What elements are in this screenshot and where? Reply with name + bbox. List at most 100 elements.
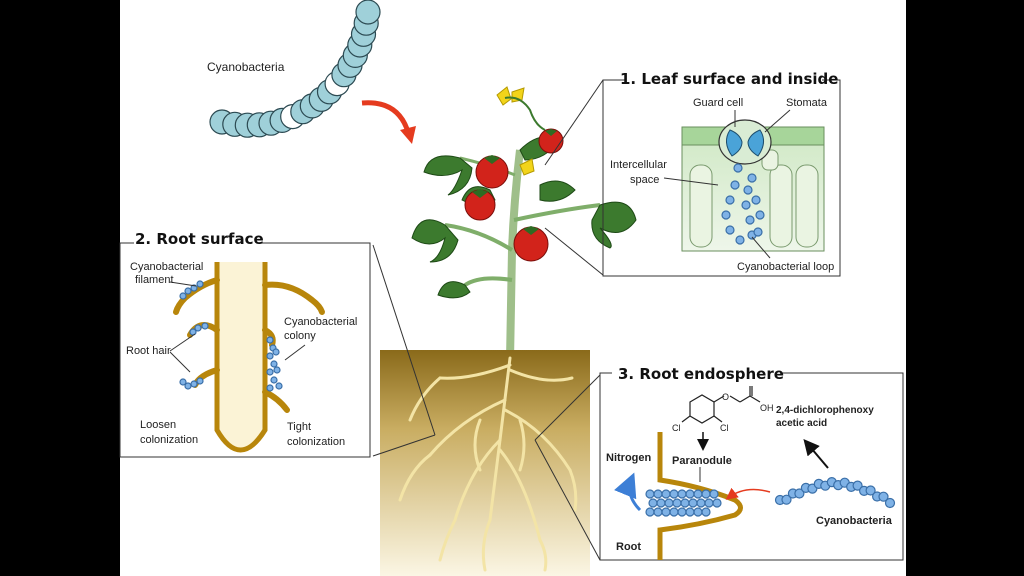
paranodule-cell — [648, 498, 658, 508]
stomata-label: Stomata — [786, 97, 828, 109]
paranodule-cell — [685, 507, 695, 517]
filament-label-line1: Cyanobacterial — [130, 261, 203, 273]
free-cyanobacteria-cell — [852, 480, 863, 491]
paranodule-cell — [645, 507, 655, 517]
chem-up-arrow — [803, 438, 829, 469]
panel-connector-lines — [372, 79, 604, 561]
cyanobacterial-loop-label: Cyanobacterial loop — [737, 261, 834, 273]
paranodule-cell — [685, 489, 695, 499]
paranodule-label: Paranodule — [672, 455, 732, 467]
colony-cell — [266, 384, 274, 392]
paranodule-cell — [693, 507, 703, 517]
chem-oh-label: OH — [760, 403, 774, 413]
dichlorophenoxyacetic-acid-structure — [681, 386, 761, 424]
paranodule-cell — [677, 489, 687, 499]
loop-cell — [745, 215, 755, 225]
colony-cell — [190, 380, 198, 388]
colony-cell — [266, 336, 274, 344]
paranodule-cell — [696, 498, 706, 508]
colony-cell — [190, 284, 198, 292]
loosen-label-line1: Loosen — [140, 419, 176, 431]
colony-cell — [266, 352, 274, 360]
endosphere-panel-title: 3. Root endosphere — [618, 365, 784, 383]
colony-cell — [270, 360, 278, 368]
colony-cell — [272, 348, 280, 356]
free-cyanobacteria-cell — [794, 488, 805, 499]
root-surface-panel-title: 2. Root surface — [135, 230, 264, 248]
cyanobacteria-entry-arrow — [725, 487, 771, 500]
paranodule-cell — [669, 507, 679, 517]
chem-name-line1: 2,4-dichlorophenoxy — [776, 405, 874, 416]
tight-label-line2: colonization — [287, 436, 345, 448]
free-cyanobacteria-cell — [781, 494, 792, 505]
loosen-label-line2: colonization — [140, 434, 198, 446]
panel-root-surface: 2. Root surface Cyanobacterial filament … — [119, 230, 371, 458]
loop-cell — [733, 163, 743, 173]
paranodule-cell — [701, 489, 711, 499]
paranodule-cell — [664, 498, 674, 508]
colony-cell — [179, 378, 187, 386]
root-hair-label: Root hair — [126, 345, 171, 357]
paranodule-cell — [653, 489, 663, 499]
cyanobacteria-filament-chain — [209, 0, 381, 138]
paranodule-cell — [712, 498, 722, 508]
panel-leaf-surface: 1. Leaf surface and inside Guard cell St… — [602, 70, 841, 277]
loop-cell — [721, 210, 731, 220]
paranodule-cell — [653, 507, 663, 517]
paranodule-cell — [672, 498, 682, 508]
intercellular-label-line2: space — [630, 174, 659, 186]
endosphere-cyanobacteria-filament — [774, 477, 896, 509]
paranodule-cell — [677, 507, 687, 517]
loop-cell — [755, 210, 765, 220]
free-cyanobacteria-cell — [884, 497, 896, 509]
chem-name-line2: acetic acid — [776, 418, 827, 429]
paranodule-cell — [645, 489, 655, 499]
paranodule-cell — [704, 498, 714, 508]
colony-cell — [270, 376, 278, 384]
colony-cell — [266, 368, 274, 376]
paranodule-cyanobacteria-beads — [645, 489, 722, 517]
loop-cell — [753, 227, 763, 237]
tomato-plant — [411, 86, 637, 361]
tight-label-line1: Tight — [287, 421, 311, 433]
loop-cell — [725, 195, 735, 205]
paranodule-cell — [661, 489, 671, 499]
red-arrow-head — [400, 126, 416, 144]
loop-cell — [751, 195, 761, 205]
intercellular-label-line1: Intercellular — [610, 159, 667, 171]
colony-cell — [194, 324, 202, 332]
panel-root-endosphere: 3. Root endosphere O OH Cl Cl 2,4-dichlo… — [599, 365, 904, 561]
colony-cell — [273, 366, 281, 374]
colony-cell — [196, 377, 204, 385]
endosphere-cyanobacteria-label: Cyanobacteria — [816, 515, 893, 527]
nitrogen-label: Nitrogen — [606, 452, 652, 464]
root-label: Root — [616, 541, 641, 553]
root-cyanobacteria-colonies — [179, 280, 283, 392]
loop-cell — [735, 235, 745, 245]
red-curved-arrow — [361, 100, 411, 133]
loop-cell — [730, 180, 740, 190]
colony-cell — [184, 287, 192, 295]
paranodule-cell — [693, 489, 703, 499]
colony-cell — [179, 292, 187, 300]
plant-root-system — [398, 356, 578, 572]
paranodule-cell — [661, 507, 671, 517]
chem-cl-right-label: Cl — [720, 423, 729, 433]
guard-cell-label: Guard cell — [693, 97, 743, 109]
leaf-panel-title: 1. Leaf surface and inside — [620, 70, 838, 88]
paranodule-cell — [709, 489, 719, 499]
filament-label-line2: filament — [135, 274, 174, 286]
cyanobacteria-cell — [355, 0, 381, 25]
chem-oxygen-label: O — [722, 392, 729, 402]
paranodule-cell — [669, 489, 679, 499]
cyanobacteria-label: Cyanobacteria — [207, 60, 285, 74]
loop-cell — [725, 225, 735, 235]
cyanobacterial-loop-beads — [721, 163, 765, 245]
colony-cell — [196, 280, 204, 288]
paranodule-cell — [701, 507, 711, 517]
colony-label-line2: colony — [284, 330, 316, 342]
loop-cell — [741, 200, 751, 210]
colony-cell — [275, 382, 283, 390]
colony-cell — [201, 322, 209, 330]
